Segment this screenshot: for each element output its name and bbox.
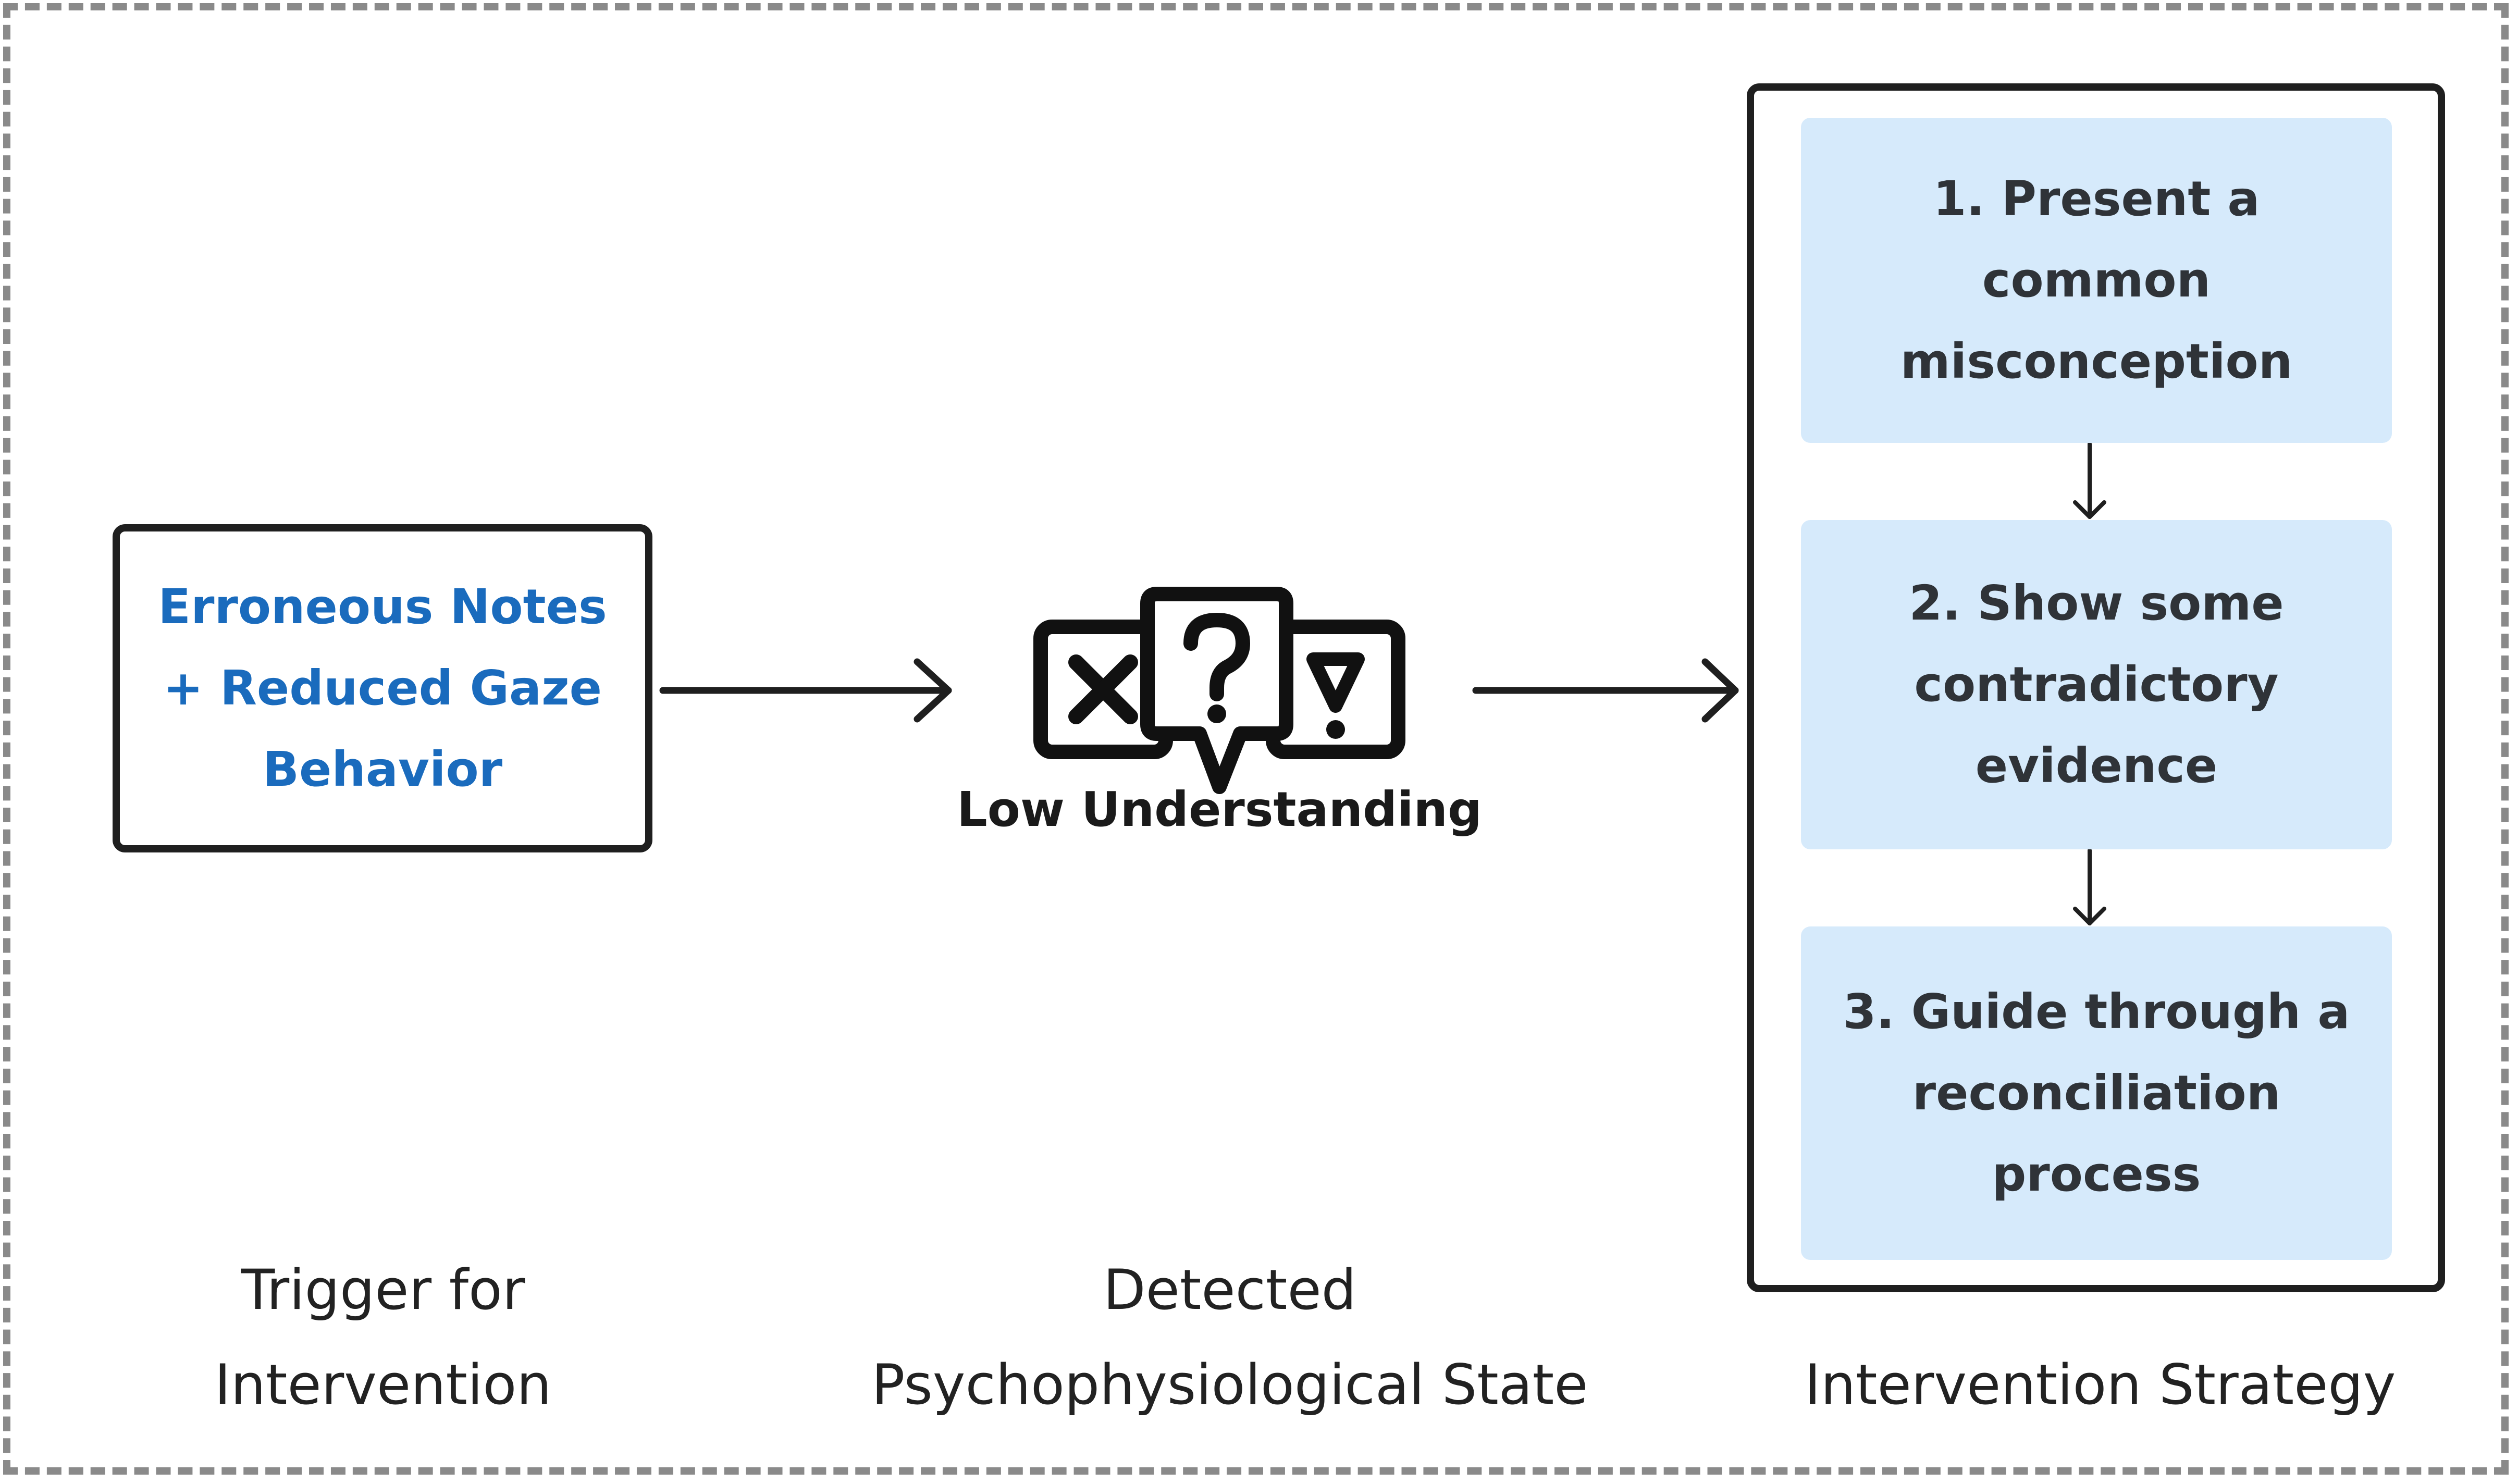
- trigger-text: Erroneous Notes + Reduced Gaze Behavior: [158, 579, 607, 797]
- strategy-step-2: 2. Show some contradictory evidence: [1801, 520, 2392, 849]
- low-understanding-icon: [1033, 587, 1405, 794]
- arrow-trigger-to-state: [659, 658, 952, 723]
- strategy-step-2-text: 2. Show some contradictory evidence: [1909, 575, 2284, 794]
- question-bubble-icon: [1140, 587, 1293, 794]
- state-label: Low Understanding: [957, 782, 1482, 837]
- arrow-state-to-strategy: [1472, 658, 1739, 723]
- trigger-box: Erroneous Notes + Reduced Gaze Behavior: [113, 524, 652, 852]
- exclamation-bubble-icon: [1266, 620, 1405, 759]
- strategy-step-1: 1. Present a common misconception: [1801, 118, 2392, 443]
- strategy-caption: Intervention Strategy: [1804, 1353, 2396, 1417]
- strategy-step-1-text: 1. Present a common misconception: [1900, 171, 2293, 389]
- strategy-step-3-text: 3. Guide through a reconciliation proces…: [1843, 984, 2350, 1202]
- state-caption: Detected Psychophysiological State: [871, 1258, 1588, 1417]
- arrow-step-1-to-2: [2073, 443, 2106, 519]
- strategy-step-3: 3. Guide through a reconciliation proces…: [1801, 926, 2392, 1260]
- trigger-caption: Trigger for Intervention: [214, 1258, 552, 1417]
- diagram-frame: [3, 3, 2509, 1475]
- arrow-step-2-to-3: [2073, 849, 2106, 925]
- strategy-box: [1747, 83, 2445, 1292]
